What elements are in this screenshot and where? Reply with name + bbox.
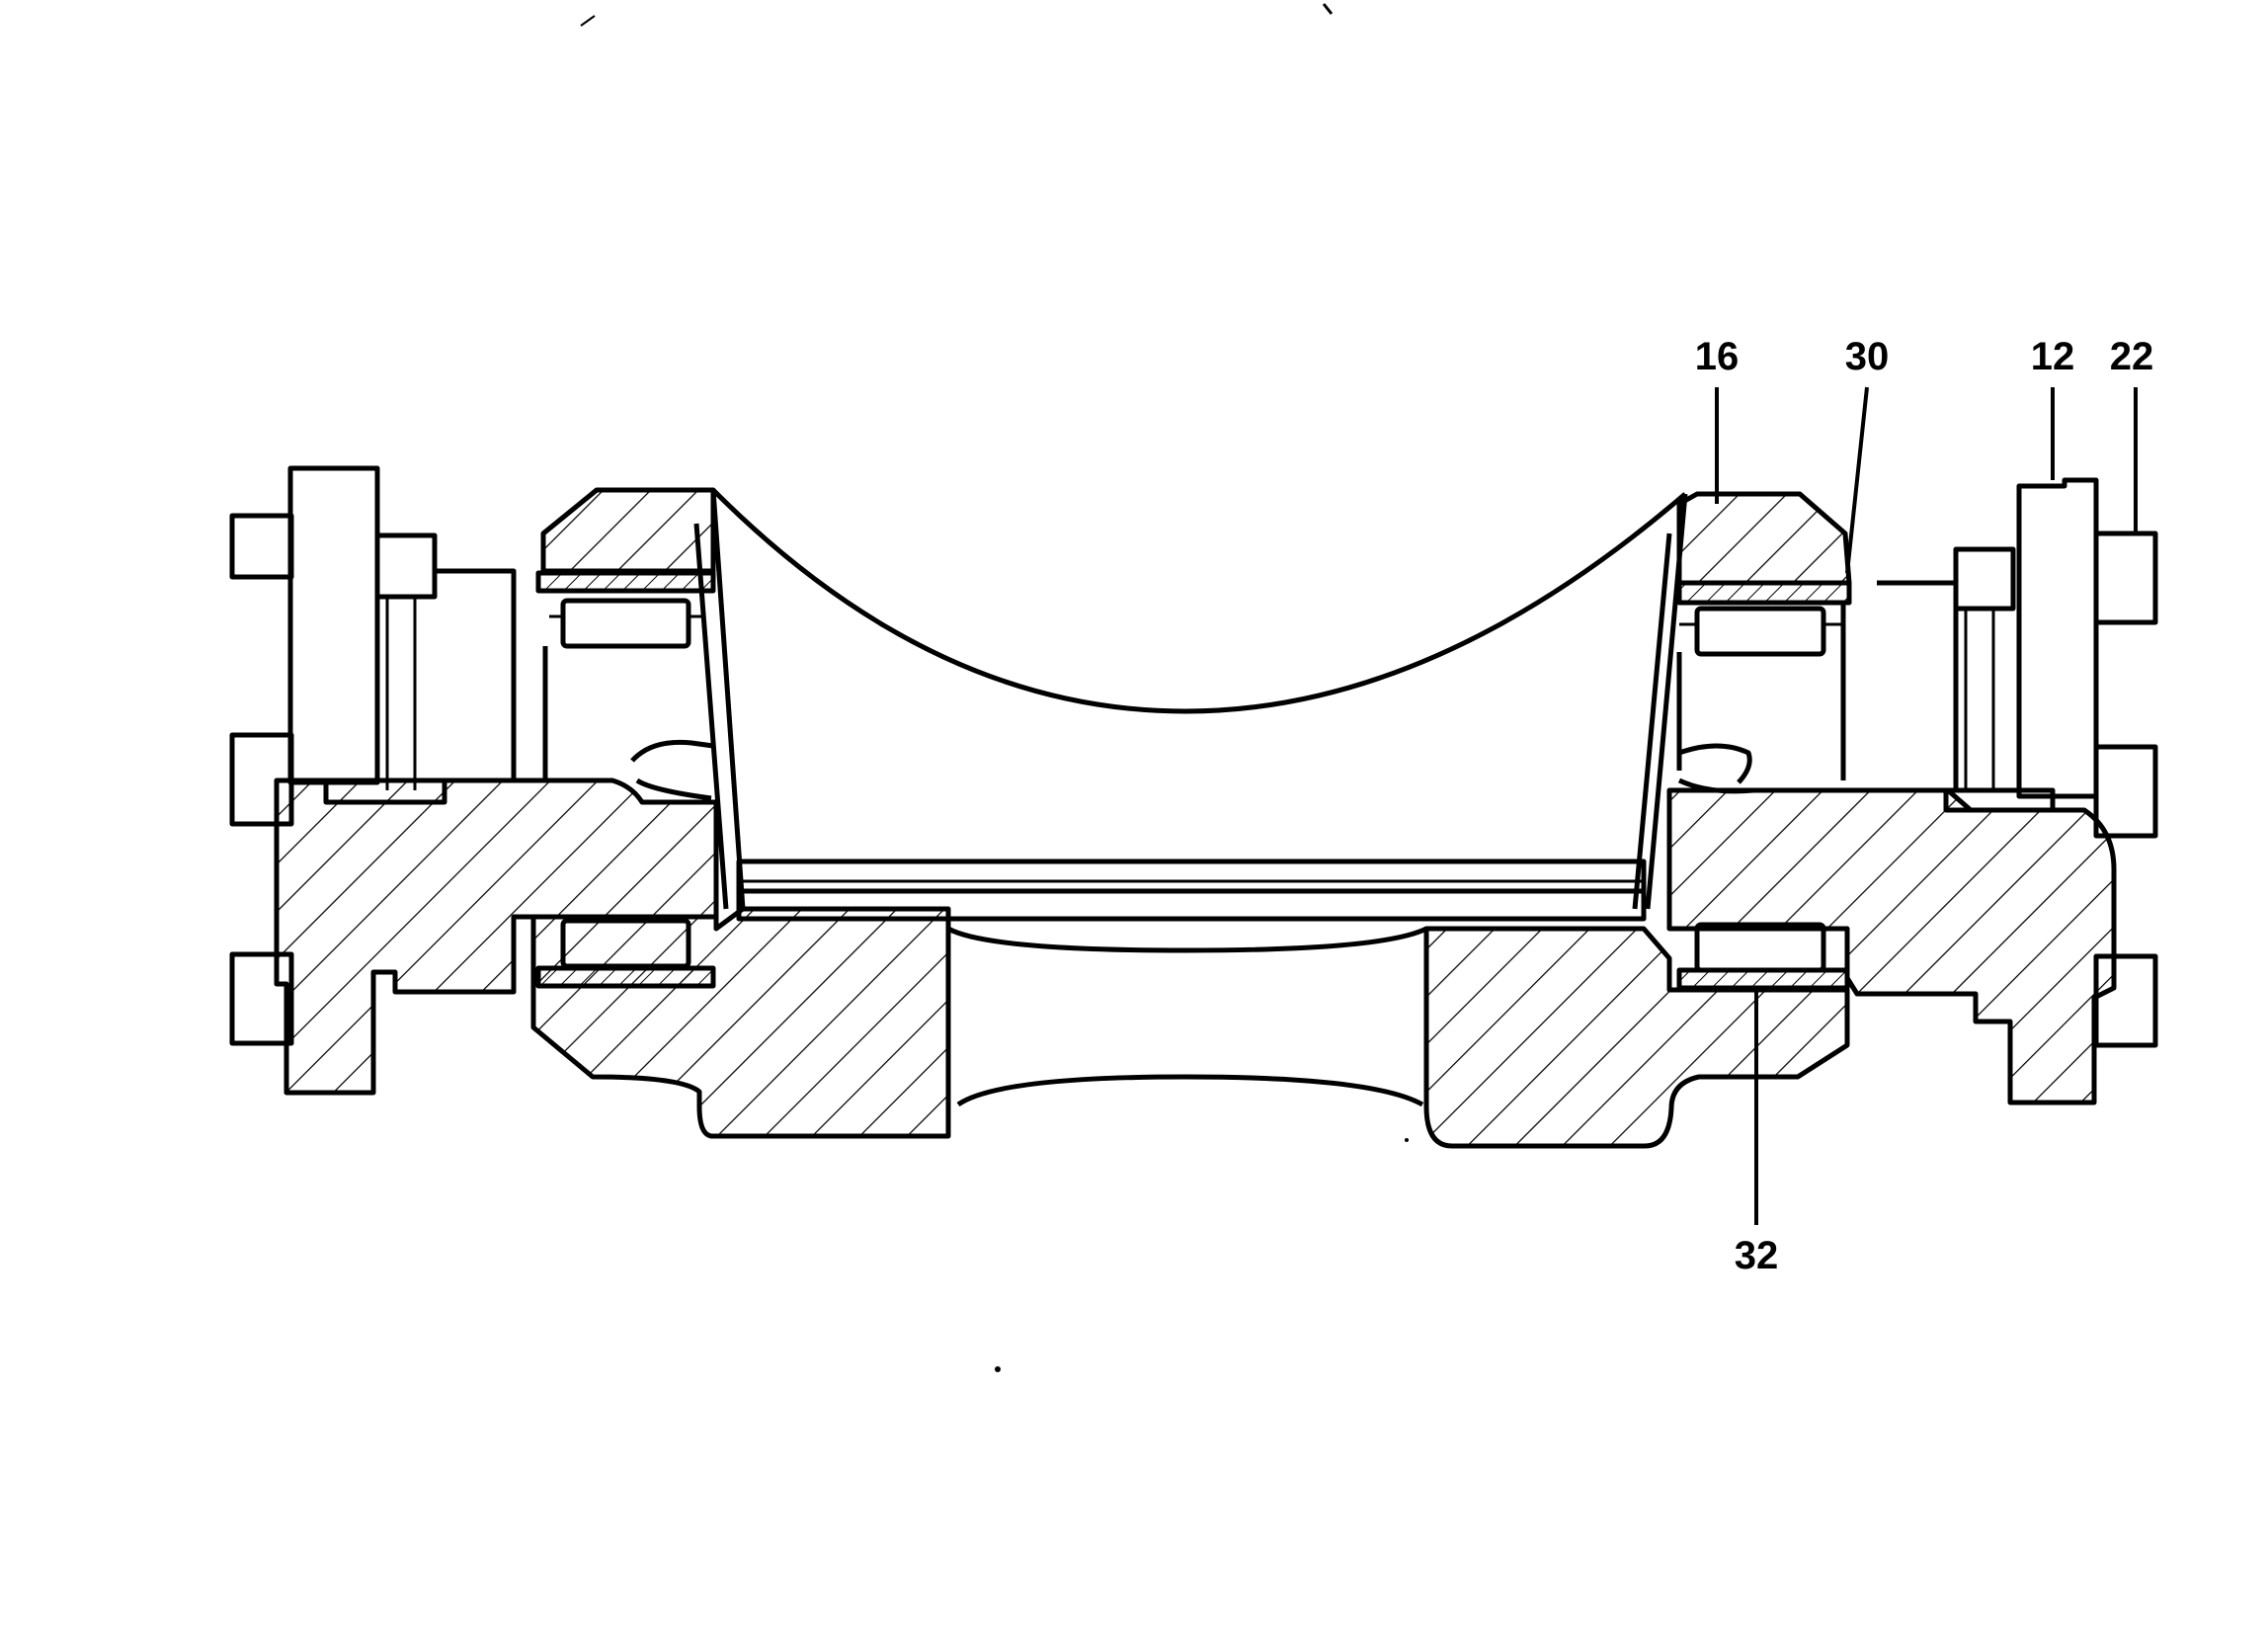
leader-lines — [1715, 386, 2138, 1225]
right-base-block — [1666, 787, 2117, 1105]
left-bolt-head-top — [229, 513, 294, 580]
left-retainer-plate — [287, 465, 380, 785]
right-stud-head — [1953, 546, 2016, 612]
shaft-lower — [736, 888, 1647, 922]
left-cover-cap — [435, 568, 517, 783]
right-lower-roller — [1694, 922, 1826, 973]
right-bolt-head-top — [2093, 531, 2158, 625]
right-housing — [1423, 491, 1852, 1149]
label-16: 16 — [1695, 335, 1740, 378]
right-upper-housing — [1676, 491, 1852, 586]
right-upper-bearing-race — [1676, 580, 1852, 606]
right-spacer — [1943, 787, 2056, 813]
left-spacer — [323, 777, 447, 805]
scan-specks — [580, 3, 1409, 1372]
leader-30 — [1845, 386, 1869, 574]
left-collar-groove — [630, 739, 714, 801]
left-upper-housing — [540, 487, 716, 574]
drum-profile-curve — [711, 488, 1687, 714]
right-bolt-head-middle — [2093, 744, 2158, 839]
right-end-assembly — [1666, 477, 2158, 1105]
left-upper-roller — [560, 598, 691, 649]
label-32: 32 — [1735, 1234, 1779, 1277]
central-drum — [693, 488, 1688, 1107]
right-lower-bearing-race — [1676, 967, 1850, 991]
center-recess — [946, 926, 1428, 1107]
reference-labels: 16 30 12 22 32 — [1695, 335, 2154, 1277]
right-cover-cap — [1877, 580, 1959, 793]
left-lower-housing — [530, 906, 951, 1139]
left-end-assembly — [229, 465, 719, 1096]
right-retainer-plate — [2016, 477, 2099, 799]
shaft-band — [736, 859, 1647, 894]
label-30: 30 — [1845, 335, 1890, 378]
left-upper-bearing-race — [535, 570, 716, 594]
right-upper-roller — [1694, 606, 1826, 657]
left-housing — [530, 487, 951, 1139]
right-lower-housing — [1423, 926, 1850, 1149]
label-12: 12 — [2031, 335, 2075, 378]
left-stud-head — [374, 532, 438, 600]
right-bolt-head-bottom — [2093, 953, 2158, 1048]
right-collar-groove — [1677, 743, 1754, 794]
left-base-block — [274, 777, 719, 1096]
label-22: 22 — [2110, 335, 2154, 378]
